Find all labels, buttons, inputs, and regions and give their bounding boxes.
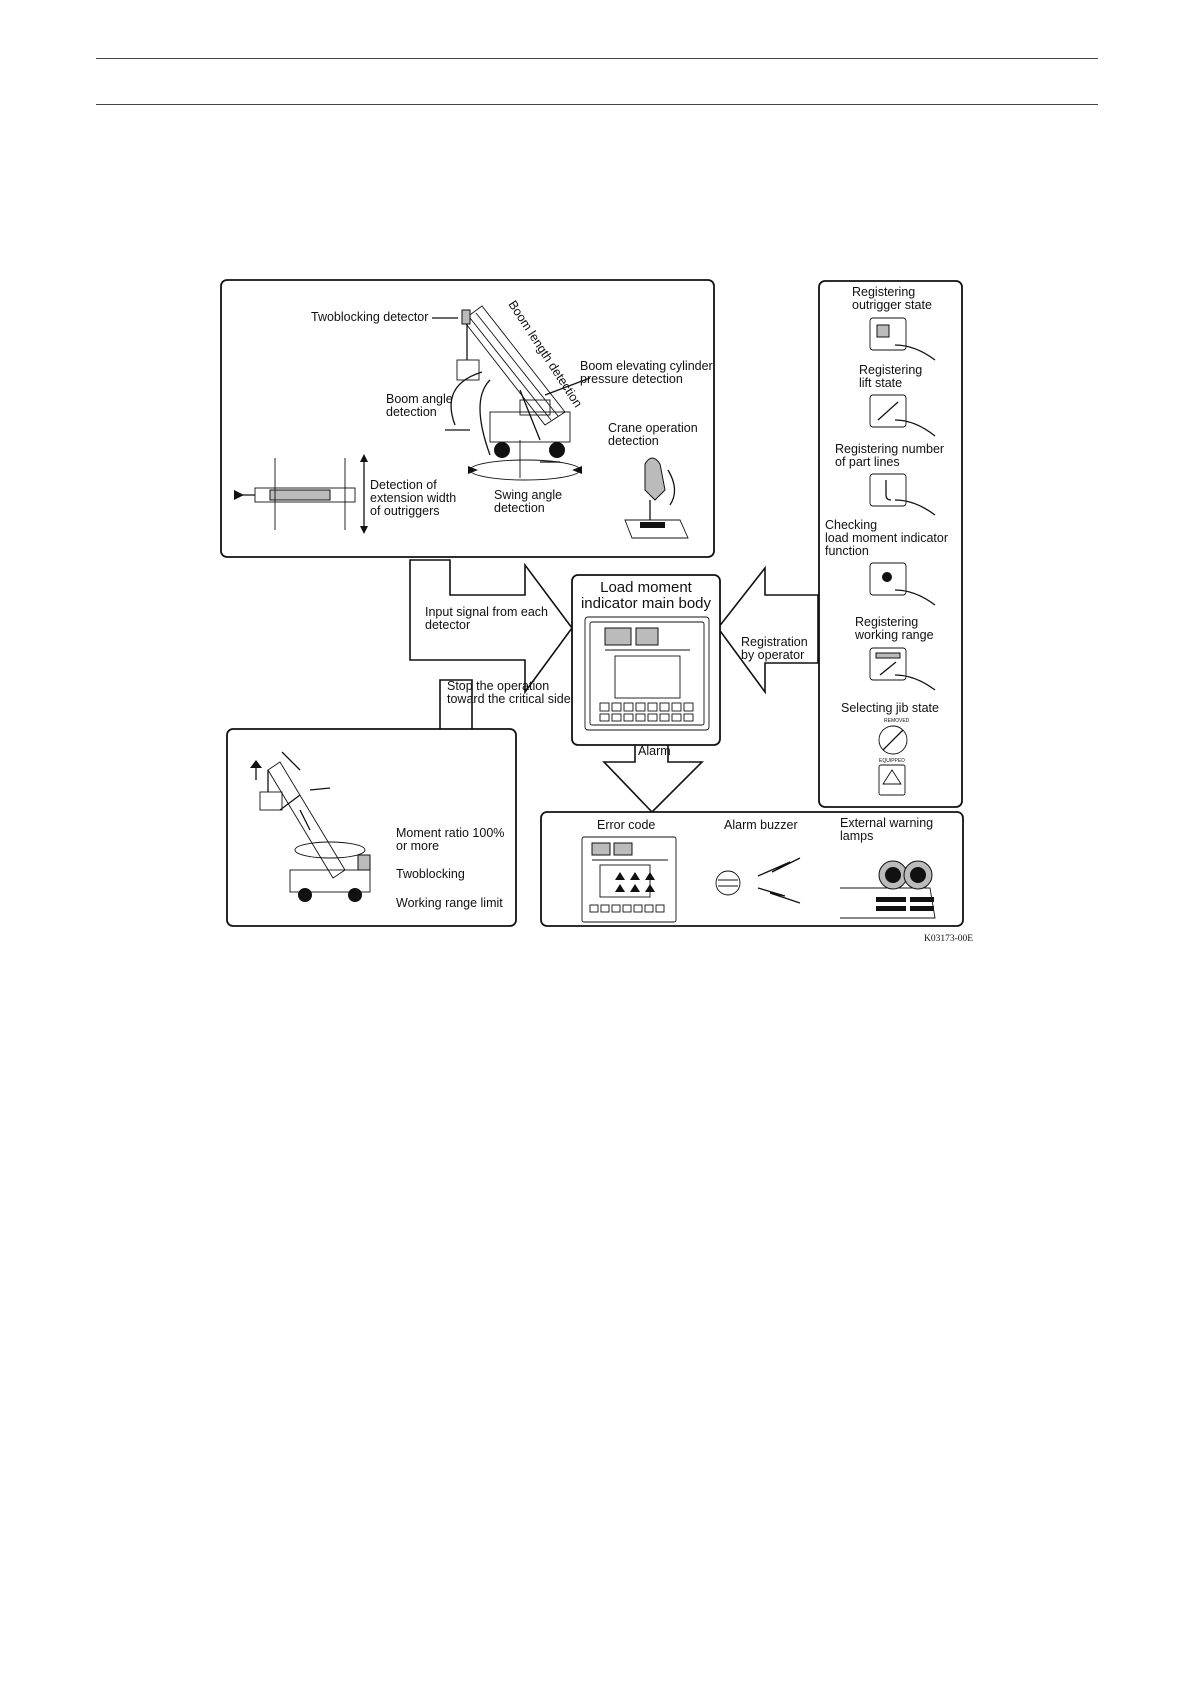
- stop-condition-1-line-2: or more: [396, 839, 439, 853]
- external-lamps-label-2: lamps: [840, 829, 873, 843]
- figure-code: K03173-00E: [924, 934, 973, 944]
- crane-motion-illustration: [250, 751, 371, 902]
- main-body-title-1: Load moment: [600, 579, 693, 596]
- operator-panel: Registering outrigger state Registering …: [818, 280, 963, 808]
- external-warning-lamps-illustration: [840, 860, 936, 919]
- operator-item-4-line-1: Checking: [825, 518, 877, 532]
- operator-item-3-line-1: Registering number: [835, 442, 944, 456]
- boom-angle-label-2: detection: [386, 405, 437, 419]
- operator-item-1-line-1: Registering: [852, 285, 915, 299]
- stop-condition-2: Twoblocking: [396, 867, 465, 881]
- jib-removed-label: REMOVED: [884, 718, 910, 724]
- operator-item-2-line-2: lift state: [859, 376, 902, 390]
- alarm-buzzer-illustration: [715, 857, 801, 904]
- boom-cylinder-pressure-label-2: pressure detection: [580, 372, 683, 386]
- crane-operation-label-2: detection: [608, 434, 659, 448]
- stop-operation-label-2: toward the critical side: [447, 692, 571, 706]
- stop-condition-1-line-1: Moment ratio 100%: [396, 826, 504, 840]
- registration-label-2: by operator: [741, 648, 804, 662]
- part-lines-button-icon: [869, 473, 936, 516]
- operator-item-4-line-3: function: [825, 544, 869, 558]
- working-range-button-icon: [869, 647, 936, 691]
- twoblocking-detector-label: Twoblocking detector: [311, 310, 428, 324]
- boom-cylinder-pressure-label-1: Boom elevating cylinder: [580, 359, 713, 373]
- stop-condition-3: Working range limit: [396, 896, 503, 910]
- outrigger-width-label-1: Detection of: [370, 478, 437, 492]
- error-code-label: Error code: [597, 818, 655, 832]
- outrigger-illustration: [234, 454, 368, 534]
- registration-label-1: Registration: [741, 635, 808, 649]
- lift-state-button-icon: [869, 394, 936, 437]
- input-signal-arrow: [409, 559, 573, 695]
- header-rule-bottom: [96, 104, 1098, 105]
- input-signal-label-2: detector: [425, 618, 470, 632]
- main-body-panel: Load moment indicator main body: [571, 574, 721, 746]
- operator-item-2-line-1: Registering: [859, 363, 922, 377]
- outrigger-width-label-2: extension width: [370, 491, 456, 505]
- alarm-label: Alarm: [638, 744, 671, 758]
- joystick-illustration: [624, 457, 689, 539]
- indicator-device-illustration: [584, 616, 710, 731]
- operator-item-4-line-2: load moment indicator: [825, 531, 948, 545]
- operator-item-1-line-2: outrigger state: [852, 298, 932, 312]
- stop-operation-label-1: Stop the operation: [447, 679, 549, 693]
- jib-equipped-label: EQUIPPED: [879, 758, 905, 764]
- operator-item-5-line-1: Registering: [855, 615, 918, 629]
- stop-conditions-panel: Moment ratio 100% or more Twoblocking Wo…: [226, 728, 517, 927]
- registration-arrow: [716, 565, 819, 695]
- main-body-title-2: indicator main body: [581, 595, 712, 612]
- swing-angle-label-2: detection: [494, 501, 545, 515]
- operator-item-3-line-2: of part lines: [835, 455, 900, 469]
- outrigger-width-label-3: of outriggers: [370, 504, 439, 518]
- boom-angle-label-1: Boom angle: [386, 392, 453, 406]
- swing-angle-label-1: Swing angle: [494, 488, 562, 502]
- outrigger-state-button-icon: [869, 317, 936, 361]
- crane-boom-illustration: [445, 305, 582, 481]
- external-lamps-label-1: External warning: [840, 816, 933, 830]
- header-rule-top: [96, 58, 1098, 59]
- alarms-panel: Error code Alarm buzzer: [540, 811, 964, 927]
- input-signal-label-1: Input signal from each: [425, 605, 548, 619]
- error-code-display-illustration: [581, 836, 677, 923]
- alarm-buzzer-label: Alarm buzzer: [724, 818, 798, 832]
- lmi-check-button-icon: [869, 562, 936, 606]
- sensors-panel: Twoblocking detector Boom length detecti…: [220, 279, 715, 558]
- crane-operation-label-1: Crane operation: [608, 421, 698, 435]
- operator-item-5-line-2: working range: [854, 628, 934, 642]
- jib-state-switch-icon: REMOVED EQUIPPED: [878, 718, 910, 796]
- operator-item-6-line-1: Selecting jib state: [841, 701, 939, 715]
